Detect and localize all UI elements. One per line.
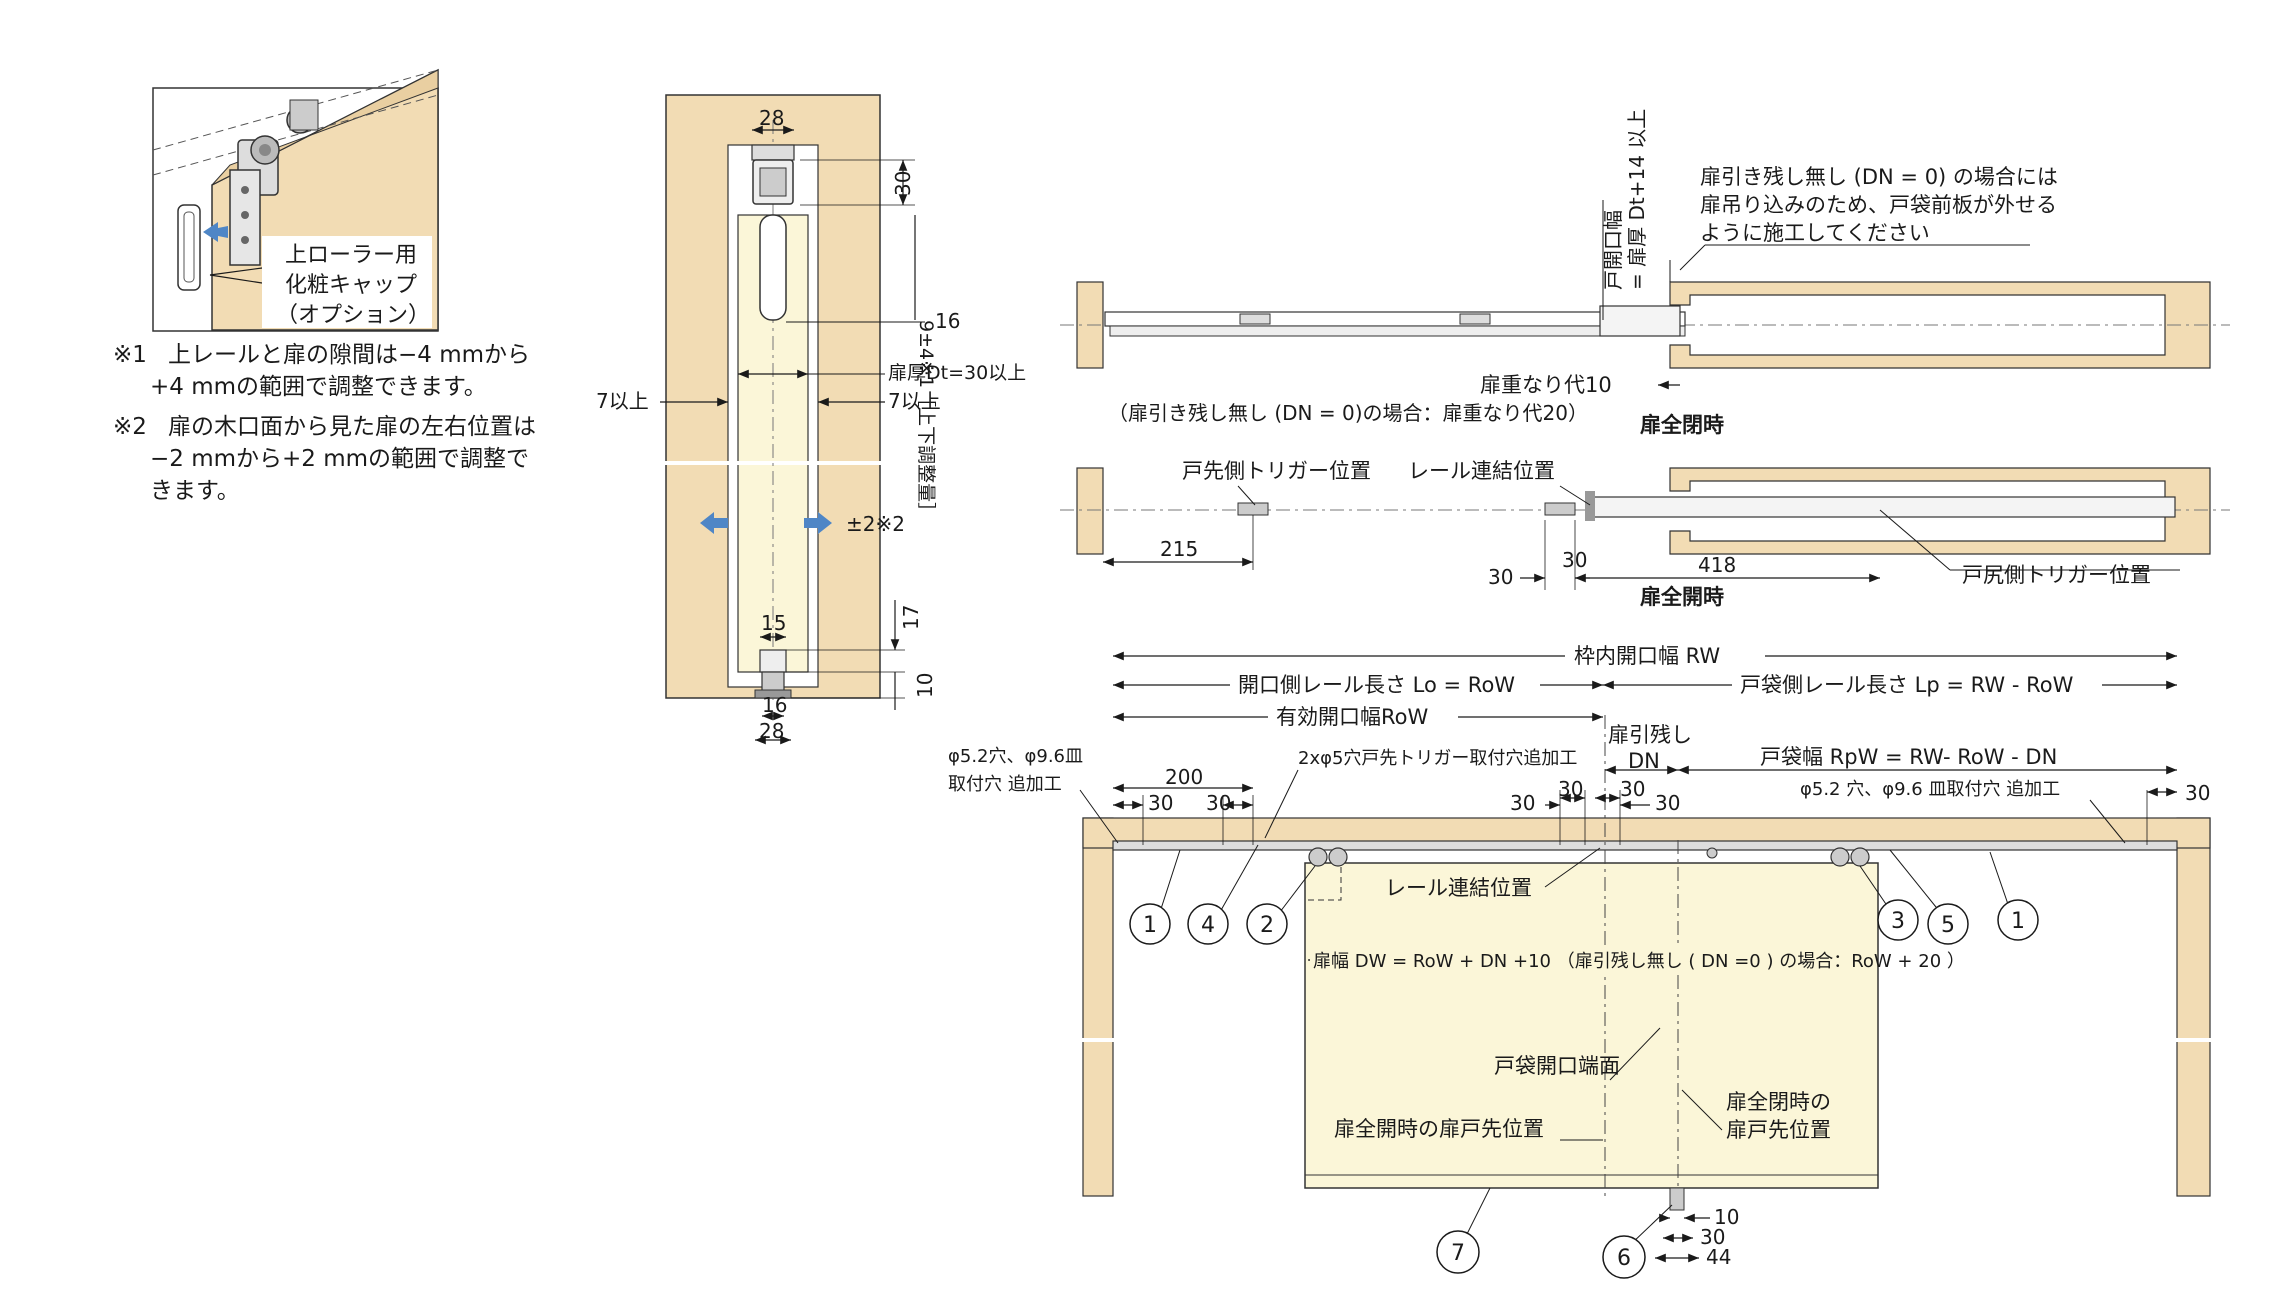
dim-30a: 30 bbox=[1488, 565, 1513, 589]
decorative-cap bbox=[177, 204, 201, 291]
dim-30-6: 30 bbox=[1655, 791, 1680, 815]
open-caption: 扉全開時 bbox=[1640, 585, 1724, 609]
note-2-line2: −2 mmから+2 mmの範囲で調整で bbox=[150, 446, 530, 472]
dim-10-section: 10 bbox=[913, 673, 937, 698]
dim-16-right: 16 bbox=[935, 309, 960, 333]
dim-30-1: 30 bbox=[1148, 791, 1173, 815]
hole-right-label: φ5.2 穴、φ9.6 皿取付穴 追加工 bbox=[1800, 779, 2060, 800]
note-1-line1: 上レールと扉の隙間は−4 mmから bbox=[168, 342, 531, 368]
opening-eq: = 扉厚 Dt+14 以上 bbox=[1625, 109, 1649, 290]
callout-7: 7 bbox=[1436, 1187, 1491, 1274]
svg-text:5: 5 bbox=[1941, 913, 1955, 938]
dim-28-bottom: 28 bbox=[759, 719, 784, 743]
closed-note-2: 扉吊り込みのため、戸袋前板が外せる bbox=[1700, 193, 2057, 217]
svg-text:2: 2 bbox=[1260, 913, 1274, 938]
dim-200: 200 bbox=[1165, 765, 1203, 789]
note-2-mark: ※2 bbox=[113, 414, 147, 440]
section-top-roller bbox=[751, 144, 795, 321]
svg-text:7: 7 bbox=[1451, 1241, 1465, 1266]
roller-cap-perspective-inset: 上ローラー用 化粧キャップ （オプション） bbox=[152, 68, 439, 332]
closed-pos-1: 扉全閉時の bbox=[1726, 1090, 1831, 1114]
callout-3: 3 bbox=[1859, 865, 1919, 941]
dim-30-7: 30 bbox=[2185, 781, 2210, 805]
svg-text:1: 1 bbox=[1143, 913, 1157, 938]
elevation-left-jamb bbox=[1082, 817, 1114, 1197]
note-2-line3: きます。 bbox=[150, 478, 240, 504]
callout-4: 4 bbox=[1187, 844, 1259, 945]
rail-joint-label-elev: レール連結位置 bbox=[1385, 876, 1532, 900]
dim-16-bottom: 16 bbox=[762, 693, 787, 717]
door-width-label: 扉幅 DW = RoW + DN +10 （扉引残し無し ( DN =0 ) の… bbox=[1313, 951, 1965, 972]
svg-text:3: 3 bbox=[1891, 909, 1905, 934]
open-pos-label: 扉全開時の扉戸先位置 bbox=[1334, 1117, 1544, 1141]
dim-44: 44 bbox=[1706, 1245, 1731, 1269]
rear-trigger-label: 戸尻側トリガー位置 bbox=[1962, 563, 2151, 587]
lp-label: 戸袋側レール長さ Lp = RW - RoW bbox=[1740, 673, 2074, 697]
opening-label: 戸開口幅 bbox=[1601, 210, 1625, 290]
hole-left-2: 取付穴 追加工 bbox=[948, 774, 1062, 795]
overlap-dn0: （扉引き残し無し (DN = 0)の場合：扉重なり代20） bbox=[1108, 401, 1588, 425]
dim-15: 15 bbox=[761, 611, 786, 635]
right-blue-arrow-icon bbox=[804, 512, 832, 534]
overlap-label: 扉重なり代10 bbox=[1480, 373, 1612, 397]
dim-30-2: 30 bbox=[1206, 791, 1231, 815]
dim-10-elev: 10 bbox=[1714, 1205, 1739, 1229]
front-trigger-label: 戸先側トリガー位置 bbox=[1182, 459, 1371, 483]
rpw-label: 戸袋幅 RpW = RW- RoW - DN bbox=[1760, 745, 2057, 769]
left-7: 7以上 bbox=[596, 389, 649, 413]
callout-2: 2 bbox=[1246, 865, 1316, 945]
plan-view-closed: 戸開口幅 = 扉厚 Dt+14 以上 扉引き残し無し (DN = 0) の場合に… bbox=[1060, 109, 2230, 437]
row-label: 有効開口幅RoW bbox=[1276, 705, 1428, 729]
dim-17: 17 bbox=[899, 605, 923, 630]
svg-text:4: 4 bbox=[1201, 913, 1215, 938]
closed-note-3: ように施工してください bbox=[1700, 221, 1930, 245]
pm2-label: ±2※2 bbox=[846, 512, 905, 536]
note-2-line1: 扉の木口面から見た扉の左右位置は bbox=[168, 414, 536, 440]
left-blue-arrow-icon bbox=[700, 512, 728, 534]
dim-28-top: 28 bbox=[759, 106, 784, 130]
rw-label: 枠内開口幅 RW bbox=[1574, 644, 1720, 668]
svg-text:6: 6 bbox=[1617, 1246, 1631, 1271]
elevation-rail bbox=[1112, 840, 2178, 851]
svg-text:1: 1 bbox=[2011, 909, 2025, 934]
dim-30-3: 30 bbox=[1510, 791, 1535, 815]
elevation-right-jamb bbox=[2176, 817, 2211, 1197]
door-thickness: 扉厚Dt=30以上 bbox=[888, 362, 1026, 384]
plan-view-open: 戸先側トリガー位置 レール連結位置 戸尻側トリガー位置 215 30 30 41… bbox=[1060, 459, 2230, 609]
callout-5: 5 bbox=[1889, 849, 1969, 945]
trigger-holes-label: 2xφ5穴戸先トリガー取付穴追加工 bbox=[1298, 748, 1577, 769]
elevation-door bbox=[1304, 862, 1879, 1189]
cap-label-1: 上ローラー用 bbox=[285, 243, 417, 268]
elevation-roller-left bbox=[1308, 847, 1348, 867]
callout-1-right: 1 bbox=[1989, 851, 2039, 941]
front-elevation: 枠内開口幅 RW 開口側レール長さ Lo = RoW 戸袋側レール長さ Lp =… bbox=[948, 642, 2215, 1279]
cap-label-3: （オプション） bbox=[276, 303, 430, 328]
callout-6: 6 bbox=[1602, 1204, 1673, 1279]
dim-30: 30 bbox=[891, 171, 915, 196]
note-1-mark: ※1 bbox=[113, 342, 147, 368]
hole-left-1: φ5.2穴、φ9.6皿 bbox=[948, 746, 1083, 767]
dim-418: 418 bbox=[1698, 553, 1736, 577]
dim-30-5: 30 bbox=[1620, 777, 1645, 801]
closed-caption: 扉全閉時 bbox=[1640, 413, 1724, 437]
dim-30-b: 30 bbox=[1700, 1225, 1725, 1249]
cap-label-2: 化粧キャップ bbox=[285, 273, 417, 298]
adjust-label: 9±4※1［上下調整量］ bbox=[915, 320, 937, 521]
rail-joint-label-open: レール連結位置 bbox=[1408, 459, 1555, 483]
closed-pos-2: 扉戸先位置 bbox=[1726, 1118, 1831, 1142]
pocket-end-label: 戸袋開口端面 bbox=[1494, 1054, 1620, 1078]
section-bottom-guide bbox=[754, 649, 792, 699]
callout-1-left: 1 bbox=[1129, 849, 1181, 945]
closed-note-1: 扉引き残し無し (DN = 0) の場合には bbox=[1700, 165, 2058, 189]
dim-30b: 30 bbox=[1562, 548, 1587, 572]
blue-arrow-icon bbox=[203, 222, 228, 242]
dim-215: 215 bbox=[1160, 537, 1198, 561]
lo-label: 開口側レール長さ Lo = RoW bbox=[1238, 673, 1515, 697]
note-1-line2: +4 mmの範囲で調整できます。 bbox=[150, 374, 487, 400]
upper-roller-unit bbox=[229, 99, 319, 266]
dn-label-1: 扉引残し bbox=[1608, 723, 1692, 747]
section-view: 28 30 9±4※1［上下調整量］ 16 扉厚Dt=30以上 7以上 7以上 … bbox=[596, 94, 1026, 745]
right-7: 7以上 bbox=[888, 389, 941, 413]
